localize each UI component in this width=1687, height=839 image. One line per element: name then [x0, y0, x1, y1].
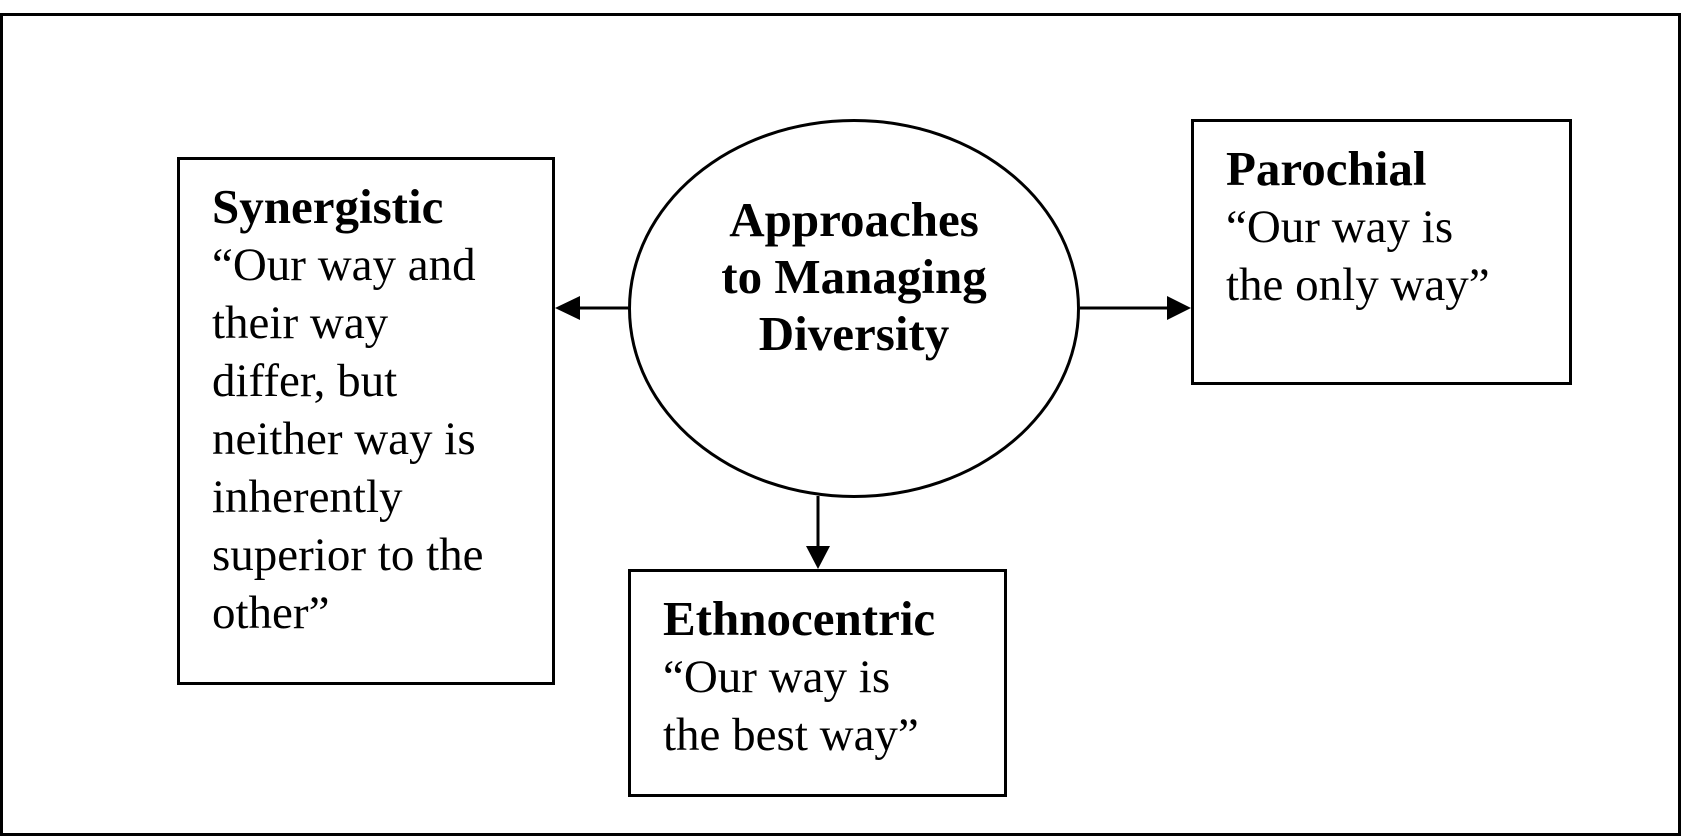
arrow-to-synergistic [555, 296, 628, 320]
parochial-quote-line: the only way” [1226, 259, 1490, 311]
diagram-frame [0, 13, 1681, 836]
synergistic-quote-line: superior to the [212, 529, 484, 581]
parochial-box: Parochial “Our way is the only way” [1191, 119, 1572, 385]
synergistic-box: Synergistic “Our way and their way diffe… [177, 157, 555, 685]
arrow-to-parochial [1080, 296, 1191, 320]
arrow-to-ethnocentric [806, 496, 830, 569]
parochial-title: Parochial [1226, 141, 1427, 196]
synergistic-quote-line: “Our way and [212, 239, 476, 291]
parochial-quote-line: “Our way is [1226, 201, 1454, 253]
synergistic-quote-line: other” [212, 587, 330, 639]
ethnocentric-box: Ethnocentric “Our way is the best way” [628, 569, 1007, 797]
synergistic-quote-line: differ, but [212, 355, 398, 407]
ethnocentric-title: Ethnocentric [663, 591, 936, 646]
ethnocentric-quote-line: “Our way is [663, 651, 891, 703]
synergistic-quote-line: their way [212, 297, 389, 349]
synergistic-quote-line: inherently [212, 471, 403, 523]
synergistic-quote-line: neither way is [212, 413, 476, 465]
synergistic-title: Synergistic [212, 179, 444, 234]
ethnocentric-quote-line: the best way” [663, 709, 919, 761]
center-title: Approaches to Managing Diversity [721, 192, 987, 361]
center-ellipse: Approaches to Managing Diversity [628, 119, 1080, 498]
